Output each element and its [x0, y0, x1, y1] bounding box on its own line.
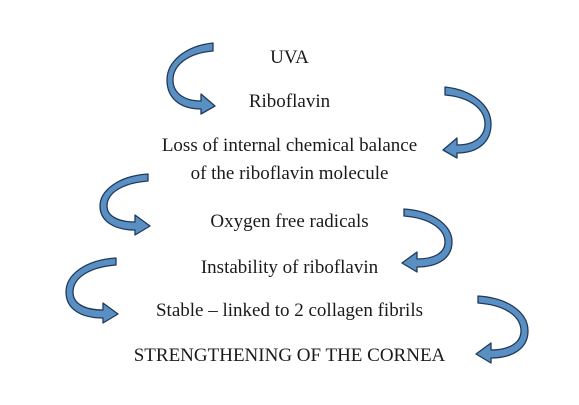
- step-riboflavin: Riboflavin: [248, 91, 331, 112]
- curved-arrow-icon: [65, 257, 122, 324]
- curved-arrow-icon: [440, 86, 492, 159]
- step-strengthening-of-cornea: STRENGTHENING OF THE CORNEA: [133, 345, 446, 366]
- step-loss-of-balance: Loss of internal chemical balance: [161, 135, 418, 156]
- curved-arrow-icon: [99, 173, 154, 236]
- curved-arrow-right-1: [442, 86, 492, 159]
- step-oxygen-free-radicals: Oxygen free radicals: [210, 211, 369, 232]
- curved-arrow-right-3: [475, 295, 529, 364]
- curved-arrow-left-1: [166, 42, 216, 115]
- step-uva: UVA: [270, 47, 309, 68]
- curved-arrow-icon: [472, 295, 529, 364]
- step-stable-collagen-link: Stable – linked to 2 collagen fibrils: [155, 300, 423, 321]
- curved-arrow-icon: [166, 42, 218, 115]
- curved-arrow-right-2: [401, 208, 453, 273]
- curved-arrow-left-3: [65, 257, 119, 324]
- curved-arrow-icon: [398, 208, 453, 273]
- step-instability-of-riboflavin: Instability of riboflavin: [200, 257, 379, 278]
- curved-arrow-left-2: [99, 173, 151, 236]
- step-loss-of-balance-continued: of the riboflavin molecule: [190, 163, 389, 184]
